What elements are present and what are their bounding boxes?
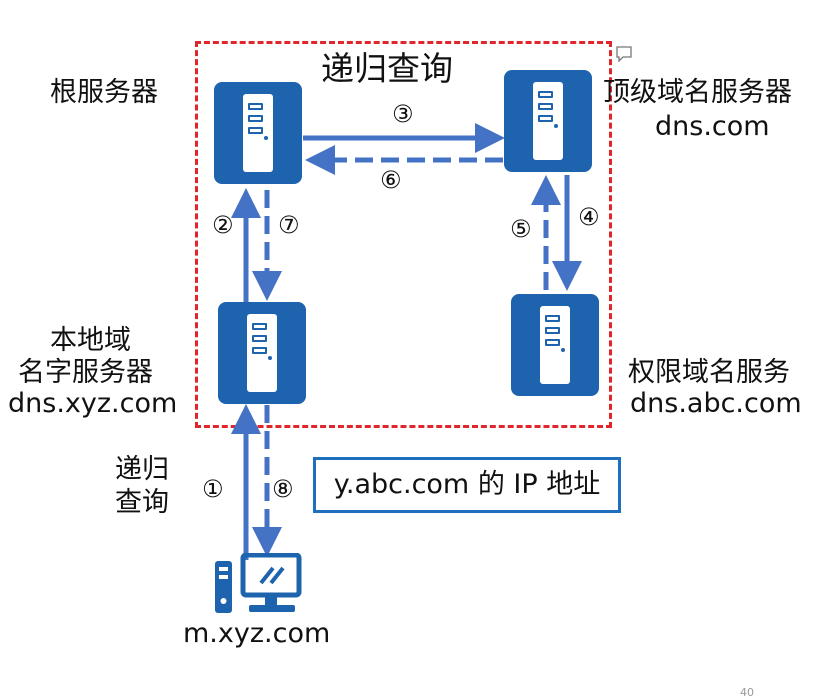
recursive-query-region [195,41,612,428]
tld-server-label: 顶级域名服务器 [603,77,792,108]
step-2-label: ② [212,211,234,239]
step-4-label: ④ [578,203,600,231]
authoritative-server-icon [511,294,599,396]
comment-icon[interactable] [615,46,633,62]
client-computer-icon [215,553,302,613]
client-host-label: m.xyz.com [183,618,331,649]
root-server-label: 根服务器 [50,77,158,108]
slide-number: 40 [740,686,754,699]
root-server-icon [214,82,302,184]
step-6-label: ⑥ [380,166,402,194]
client-query-label-line2: 查询 [115,487,169,518]
local-server-domain: dns.xyz.com [8,388,178,419]
step-7-label: ⑦ [278,211,300,239]
answer-box: y.abc.com 的 IP 地址 [313,457,621,513]
tld-server-domain: dns.com [655,111,770,142]
step-3-label: ③ [392,100,414,128]
local-server-label-line1: 本地域 [50,325,131,356]
diagram-title: 递归查询 [321,49,453,88]
local-server-label-line2: 名字服务器 [18,357,153,388]
local-server-icon [218,302,306,404]
step-8-label: ⑧ [272,475,294,503]
tld-server-icon [504,70,592,172]
authoritative-server-label: 权限域名服务 [628,357,790,388]
client-query-label-line1: 递归 [115,454,169,485]
authoritative-server-domain: dns.abc.com [630,388,802,419]
step-1-label: ① [202,475,224,503]
step-5-label: ⑤ [510,215,532,243]
